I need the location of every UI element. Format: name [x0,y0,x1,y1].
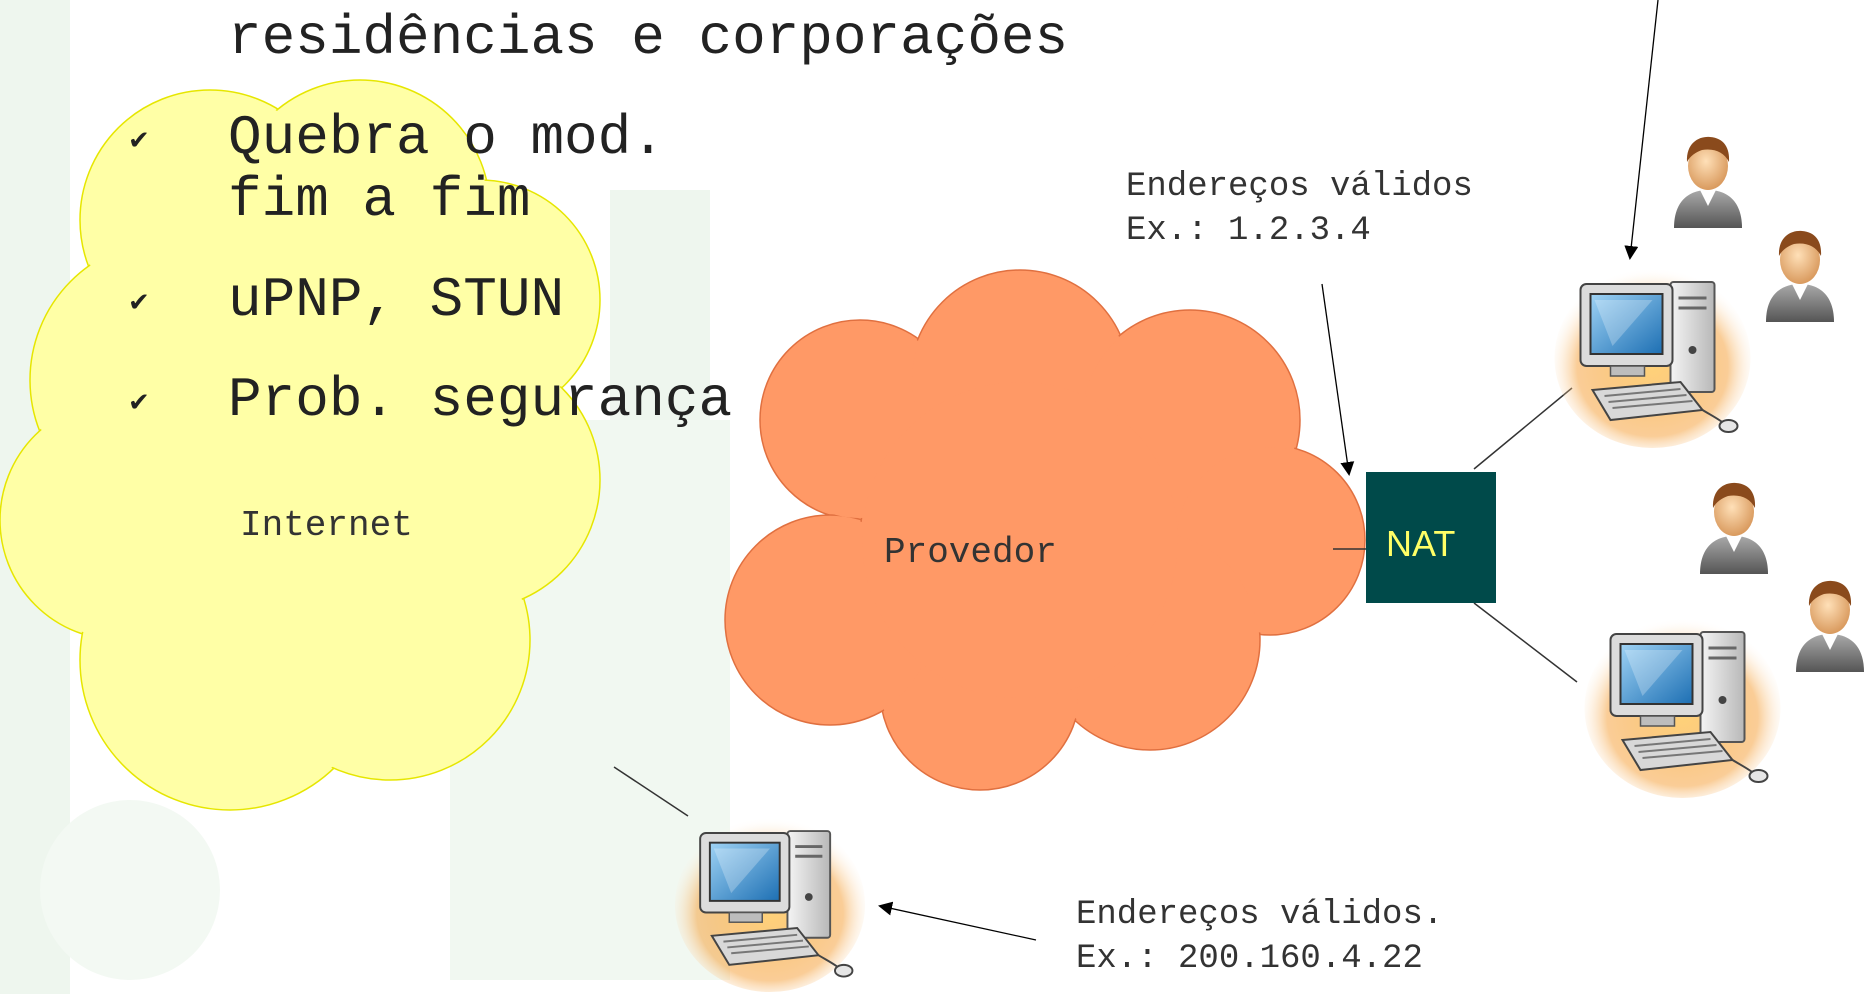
check-icon: ✔ [128,126,150,156]
user-icon [1766,230,1834,322]
check-icon: ✔ [128,288,150,318]
check-icon: ✔ [128,388,150,418]
host-annotation-line-2: Ex.: 200.160.4.22 [1076,940,1423,978]
connection-lines [613,387,1578,817]
internet-label: Internet [240,505,413,546]
nat-box [1366,472,1496,603]
bullet-item-1-line-2: fim a fim [228,168,531,232]
user-icon [1674,136,1742,228]
user-icon [1796,580,1864,672]
provider-label: Provedor [884,532,1057,573]
provider-cloud [724,269,1366,791]
nat-annotation-line-2: Ex.: 1.2.3.4 [1126,212,1371,250]
annotation-arrows [878,0,1659,941]
computer-icon [1552,266,1753,450]
host-annotation-line-1: Endereços válidos. [1076,896,1444,934]
bullet-continuation: residências e corporações [228,6,1069,70]
user-icon [1700,482,1768,574]
nat-annotation-line-1: Endereços válidos [1126,168,1473,206]
nat-label: NAT [1386,523,1456,564]
internet-cloud [0,79,601,811]
bullet-item-1-line-1: Quebra o mod. [228,106,665,170]
bullet-item-3: Prob. segurança [228,368,733,432]
computer-icon [673,815,867,994]
computer-icon [1582,616,1783,800]
bullet-item-2: uPNP, STUN [228,268,565,332]
